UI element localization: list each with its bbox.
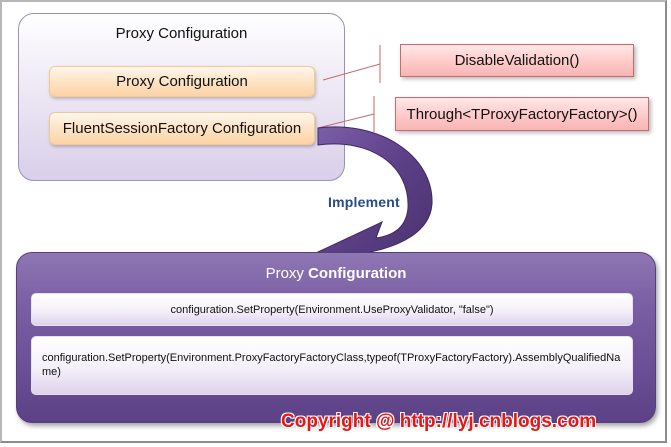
implementation-title-bold: Configuration [308, 265, 407, 282]
implementation-title-prefix: Proxy [265, 265, 309, 282]
use-proxy-validator-code: configuration.SetProperty(Environment.Us… [31, 293, 633, 326]
implement-label: Implement [328, 194, 400, 210]
proxy-configuration-group [18, 13, 345, 181]
connector-line-2 [317, 113, 375, 129]
proxy-factory-factory-class-code: configuration.SetProperty(Environment.Pr… [31, 336, 633, 395]
proxy-factory-factory-class-code-text: configuration.SetProperty(Environment.Pr… [42, 352, 621, 378]
copyright-watermark: Copyright @ http://lyj.cnblogs.com [281, 411, 597, 432]
fluent-session-factory-configuration-item: FluentSessionFactory Configuration [49, 112, 315, 145]
proxy-configuration-item: Proxy Configuration [49, 66, 315, 97]
implementation-group-title: Proxy Configuration [16, 265, 656, 282]
proxy-configuration-group-title: Proxy Configuration [115, 25, 248, 42]
connector-line-1 [322, 63, 381, 81]
disable-validation-callout: DisableValidation() [400, 44, 634, 77]
implement-arrow [316, 126, 433, 267]
through-proxy-factory-callout: Through<TProxyFactoryFactory>() [395, 97, 649, 131]
